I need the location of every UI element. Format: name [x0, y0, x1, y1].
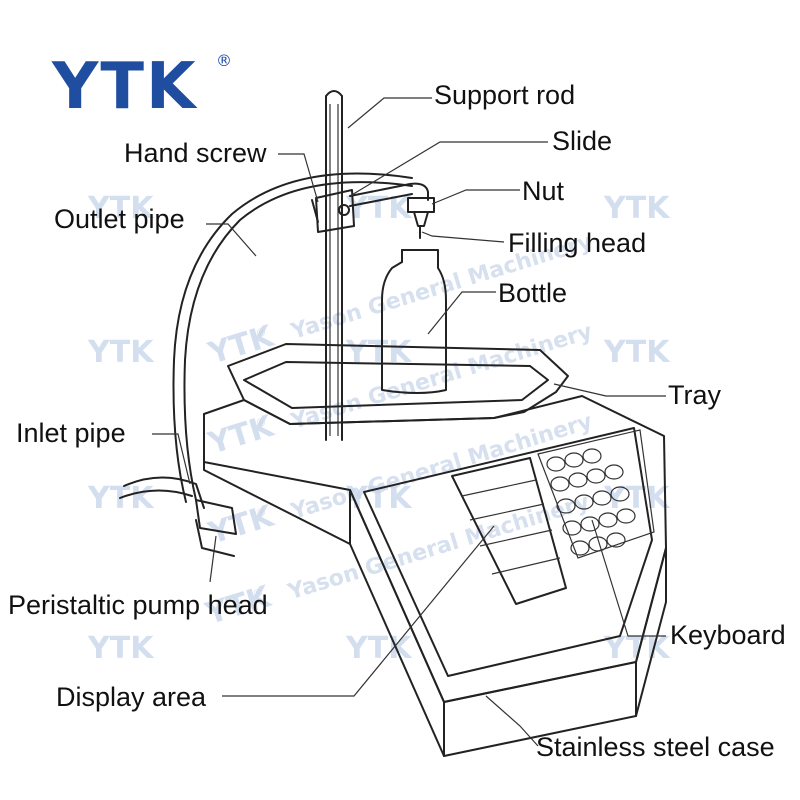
leader-keyboard [591, 519, 666, 637]
label-bottle: Bottle [498, 278, 567, 308]
inlet-pipe-shape [123, 476, 205, 509]
label-hand-screw: Hand screw [124, 138, 267, 168]
keyboard-keys [546, 448, 636, 556]
watermark-company: Yason General Machinery [287, 319, 595, 435]
label-slide: Slide [552, 126, 612, 156]
case-left [203, 413, 351, 545]
case-top [203, 395, 667, 703]
filling-arm [349, 182, 429, 207]
watermark-registered: ® [254, 505, 268, 521]
leader-inlet-pipe [152, 433, 191, 485]
leader-outlet-pipe [206, 223, 257, 257]
watermark-brand: YTK [204, 318, 279, 371]
leader-slide [349, 141, 548, 197]
keyboard-area [537, 429, 655, 559]
watermark-brand: YTK [345, 481, 413, 516]
label-display-area: Display area [56, 682, 207, 712]
hand-screw-knob [338, 204, 350, 216]
display-area-shape [451, 457, 567, 605]
outlet-pipe-edge [172, 172, 413, 503]
logo-text: YTK [51, 50, 198, 124]
label-inlet-pipe: Inlet pipe [16, 418, 126, 448]
watermark-brand: YTK [603, 191, 671, 226]
label-support-rod: Support rod [434, 80, 575, 110]
case-right [635, 547, 667, 717]
leader-nut [431, 189, 520, 205]
support-rod-groove [329, 104, 339, 436]
leader-hand-screw [278, 153, 319, 203]
watermark-brand: YTK [603, 481, 671, 516]
nut-shape [407, 197, 435, 213]
leader-pump-head [209, 535, 217, 583]
leader-lines [152, 97, 666, 747]
machine-drawing [119, 90, 667, 757]
leader-tray [553, 383, 666, 397]
label-filling-head: Filling head [508, 228, 646, 258]
leader-bottle [427, 291, 496, 335]
support-rod-shape [325, 90, 343, 441]
label-outlet-pipe: Outlet pipe [54, 204, 185, 234]
front-panel [363, 427, 653, 677]
bottle-shape [381, 249, 447, 394]
display-area-lines [461, 479, 561, 575]
label-nut: Nut [522, 176, 565, 206]
label-peristaltic-pump-head: Peristaltic pump head [8, 590, 268, 620]
leader-display-area [222, 525, 495, 697]
watermark-registered: ® [251, 585, 265, 601]
leader-support-rod [347, 97, 432, 129]
label-tray: Tray [668, 380, 721, 410]
watermark-registered: ® [254, 325, 268, 341]
watermark-brand: YTK [204, 408, 279, 461]
pump-head-base [195, 519, 235, 557]
leader-filling-head [421, 231, 505, 243]
pump-head-shape [195, 499, 237, 535]
watermark-brand: YTK [603, 335, 671, 370]
watermark-registered: ® [254, 415, 268, 431]
case-left-front [349, 489, 445, 757]
inlet-pipe-edge [119, 489, 193, 499]
label-stainless-steel-case: Stainless steel case [536, 732, 775, 762]
brand-logo: YTK ® [51, 50, 232, 124]
hand-screw-shape [311, 199, 319, 223]
watermark-brand: YTK [87, 191, 155, 226]
label-keyboard: Keyboard [670, 620, 786, 650]
watermark-brand: YTK [87, 631, 155, 666]
tray-inner [243, 361, 549, 409]
part-labels: Support rod Slide Hand screw Nut Outlet … [8, 80, 786, 762]
leader-case [485, 695, 539, 747]
watermark-brand: YTK [87, 335, 155, 370]
logo-registered: ® [216, 51, 232, 70]
outlet-pipe-shape [183, 181, 413, 501]
filling-head-shape [413, 211, 429, 227]
